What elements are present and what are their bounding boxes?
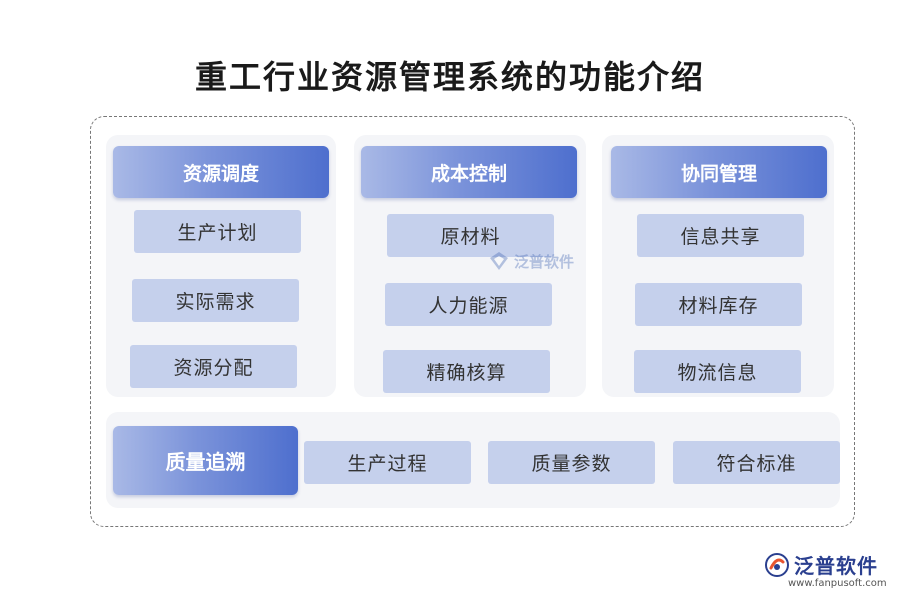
brand-logo: 泛普软件 <box>764 550 878 579</box>
item-logistics-info: 物流信息 <box>634 350 801 393</box>
brand-url: www.fanpusoft.com <box>788 578 887 589</box>
item-labor-energy: 人力能源 <box>385 283 552 326</box>
diagram-frame <box>90 116 855 527</box>
header-collaboration: 协同管理 <box>611 146 827 198</box>
brand-name: 泛普软件 <box>794 554 878 578</box>
item-production-process: 生产过程 <box>304 441 471 484</box>
item-production-plan: 生产计划 <box>134 210 301 253</box>
item-quality-parameters: 质量参数 <box>488 441 655 484</box>
item-actual-demand: 实际需求 <box>132 279 299 322</box>
item-info-sharing: 信息共享 <box>637 214 804 257</box>
item-resource-allocation: 资源分配 <box>130 345 297 388</box>
item-material-inventory: 材料库存 <box>635 283 802 326</box>
item-precise-accounting: 精确核算 <box>383 350 550 393</box>
header-quality-tracing: 质量追溯 <box>113 426 298 495</box>
item-meets-standards: 符合标准 <box>673 441 840 484</box>
header-resource-scheduling: 资源调度 <box>113 146 329 198</box>
fanpu-logo-icon <box>765 552 789 577</box>
item-raw-materials: 原材料 <box>387 214 554 257</box>
header-cost-control: 成本控制 <box>361 146 577 198</box>
page-title: 重工行业资源管理系统的功能介绍 <box>194 58 705 96</box>
